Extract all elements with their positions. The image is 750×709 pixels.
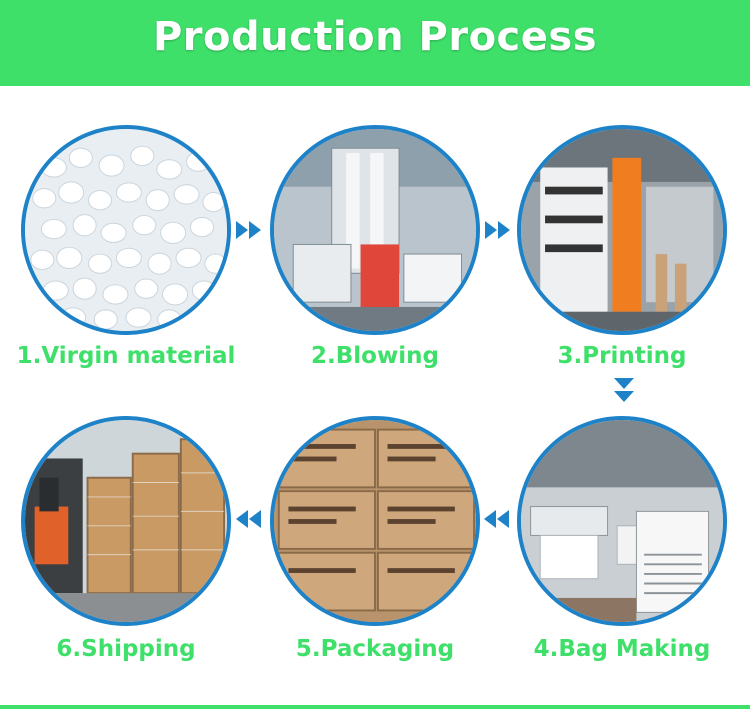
arrow-right-icon	[236, 219, 266, 241]
film-blowing-machine-icon	[274, 129, 476, 331]
step-5-photo	[270, 416, 480, 626]
title-banner: Production Process	[0, 0, 750, 86]
printing-press-icon	[521, 129, 723, 331]
step-1-photo	[21, 125, 231, 335]
arrow-left-icon	[236, 508, 266, 530]
step-6-label: 6.Shipping	[56, 636, 196, 662]
step-3-photo	[517, 125, 727, 335]
bottom-divider	[0, 705, 750, 709]
step-4-label: 4.Bag Making	[533, 636, 711, 662]
arrow-down-icon	[612, 378, 636, 406]
arrow-left-icon	[484, 508, 514, 530]
step-2-label: 2.Blowing	[311, 343, 439, 369]
page-title: Production Process	[152, 14, 598, 60]
bag-making-workshop-icon	[521, 420, 723, 622]
pallets-forklift-icon	[25, 420, 227, 622]
arrow-right-icon	[485, 219, 515, 241]
step-6-photo	[21, 416, 231, 626]
step-1-label: 1.Virgin material	[16, 343, 236, 369]
plastic-pellets-icon	[25, 129, 227, 331]
step-2-photo	[270, 125, 480, 335]
carton-boxes-icon	[274, 420, 476, 622]
step-3-label: 3.Printing	[557, 343, 687, 369]
step-4-photo	[517, 416, 727, 626]
step-5-label: 5.Packaging	[295, 636, 455, 662]
